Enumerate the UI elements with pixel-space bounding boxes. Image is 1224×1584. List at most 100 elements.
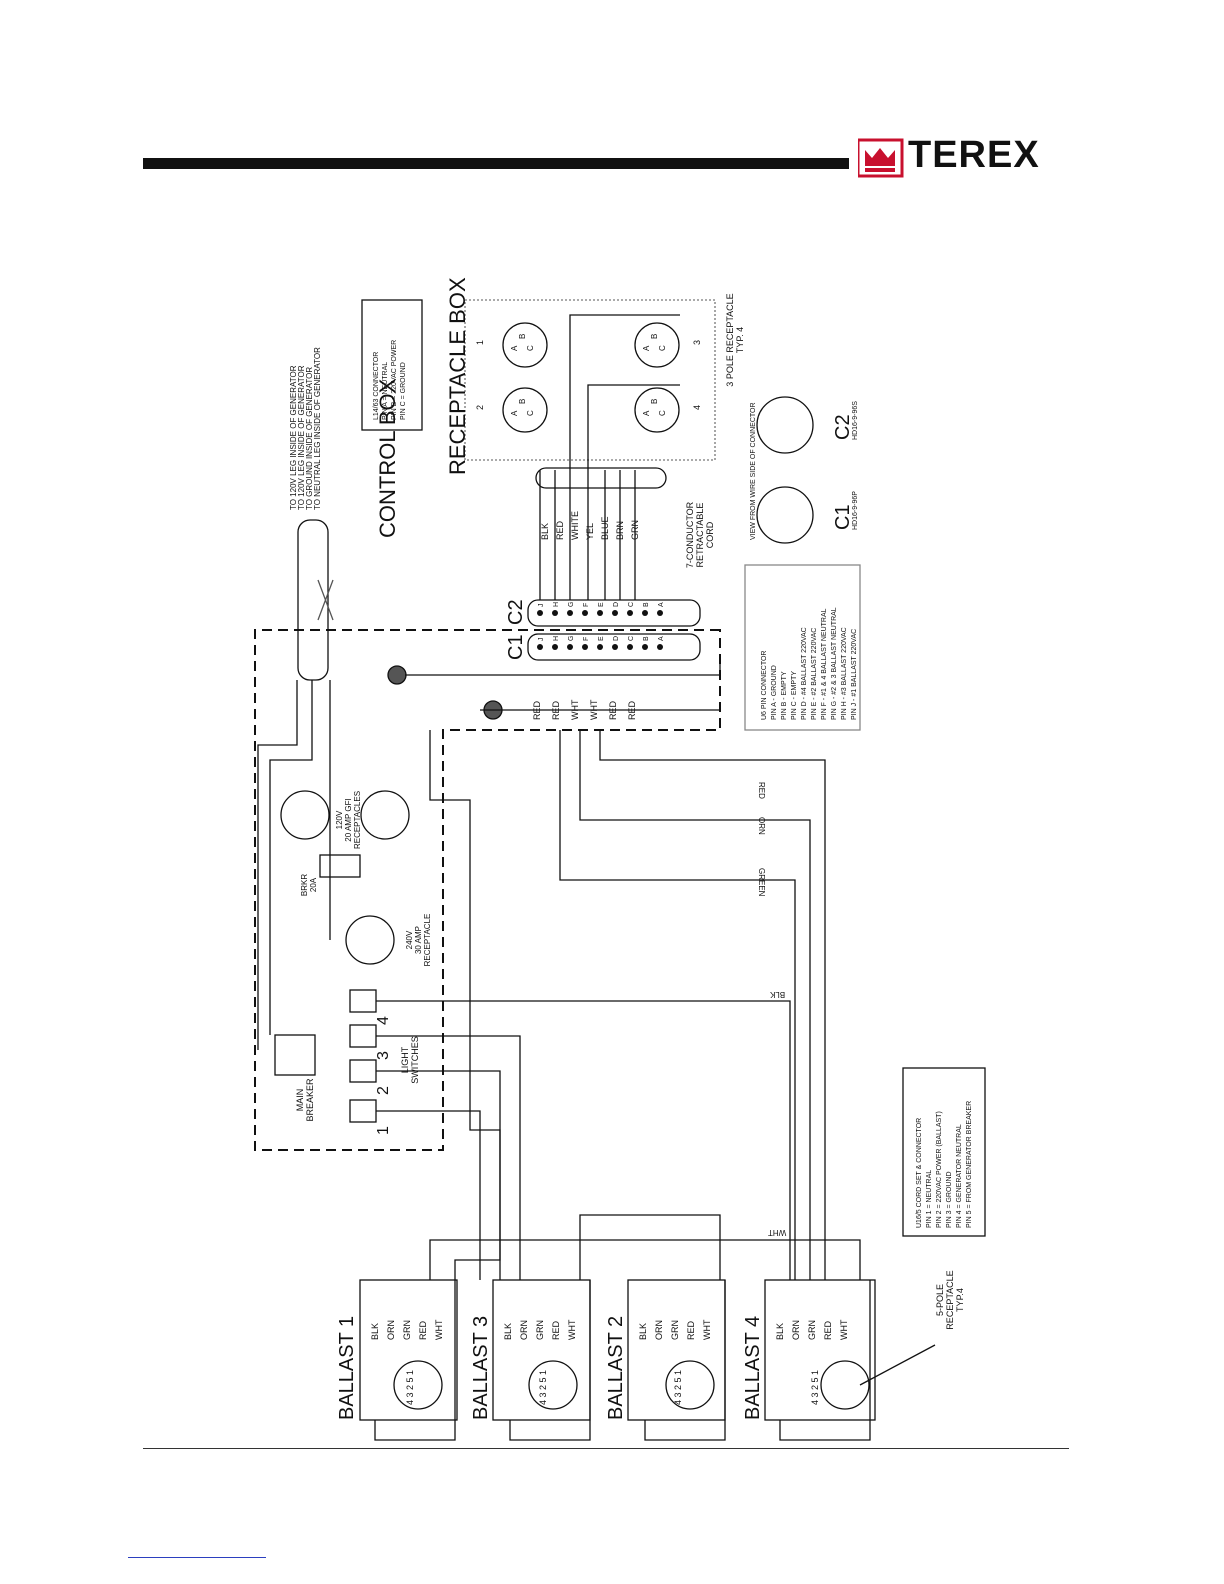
c1-wire-label: RED bbox=[532, 700, 542, 720]
c1-face bbox=[756, 486, 814, 544]
ballast-3-wire-wht: WHT bbox=[702, 1319, 712, 1341]
ballast-4-wire-blk: BLK bbox=[775, 1322, 785, 1340]
c1-pin-dot-E bbox=[597, 610, 603, 616]
receptacle-number-2: 2 bbox=[475, 405, 485, 410]
splice-a bbox=[387, 665, 407, 685]
c2-face bbox=[756, 396, 814, 454]
c2-pin-dot-C bbox=[627, 644, 633, 650]
ballast-4-pin-numbers: 4 3 2 5 1 bbox=[810, 1369, 820, 1405]
ballast-3-pin-numbers: 4 3 2 5 1 bbox=[673, 1369, 683, 1405]
c2-pin-letter-H: H bbox=[553, 636, 560, 641]
cord-loop bbox=[535, 467, 667, 489]
ballast-4-title: BALLAST 4 bbox=[742, 1315, 764, 1420]
ballast-3-receptacle bbox=[528, 1360, 578, 1410]
ballast-3-wire-orn: ORN bbox=[654, 1320, 664, 1340]
c2-pin-dot-E bbox=[597, 644, 603, 650]
run-label-green: GREEN bbox=[757, 868, 766, 897]
receptacle-1-pin-A: A bbox=[510, 345, 519, 351]
pin-legend-box bbox=[744, 564, 861, 731]
c1-pin-letter-D: D bbox=[613, 602, 620, 607]
connector-c2 bbox=[527, 633, 701, 661]
ballast-2-wire-orn: ORN bbox=[519, 1320, 529, 1340]
receptacle-2-pin-B: B bbox=[518, 399, 527, 404]
ballast-4-wire-wht: WHT bbox=[839, 1319, 849, 1341]
light-switch-3 bbox=[349, 1024, 377, 1048]
c2-pin-letter-F: F bbox=[583, 637, 590, 641]
receptacle-4-pin-A: A bbox=[642, 410, 651, 416]
ballast-3-wire-red: RED bbox=[686, 1320, 696, 1340]
five-pole-label: 5-POLE RECEPTACLE TYP.4 bbox=[935, 1270, 965, 1330]
c1-pin-letter-H: H bbox=[553, 602, 560, 607]
receptacle-1-pin-C: C bbox=[526, 345, 535, 351]
brand-name: TEREX bbox=[908, 134, 1040, 176]
light-switches-label: LIGHT SWITCHES bbox=[400, 1036, 420, 1084]
ballast-4-receptacle bbox=[820, 1360, 870, 1410]
ballast-2-wire-wht: WHT bbox=[567, 1319, 577, 1341]
receptacle-box-title: RECEPTACLE BOX bbox=[445, 277, 470, 475]
c1-pin-dot-F bbox=[582, 610, 588, 616]
ballast-2-pin-numbers: 4 3 2 5 1 bbox=[538, 1369, 548, 1405]
c2-pin-dot-F bbox=[582, 644, 588, 650]
c2-pin-letter-E: E bbox=[598, 636, 605, 641]
c1-pin-dot-H bbox=[552, 610, 558, 616]
c1-title: C1 bbox=[505, 634, 527, 660]
ballast-4-box bbox=[764, 1279, 876, 1421]
light-switch-4 bbox=[349, 989, 377, 1013]
run-label-blk: BLK bbox=[770, 990, 786, 999]
pole-label: 3 POLE RECEPTACLE TYP. 4 bbox=[725, 293, 745, 387]
ballast-3-wire-grn: GRN bbox=[670, 1320, 680, 1340]
c2-pin-dot-A bbox=[657, 644, 663, 650]
c1-pin-dot-B bbox=[642, 610, 648, 616]
receptacle-number-3: 3 bbox=[692, 340, 702, 345]
c1-pin-letter-A: A bbox=[658, 602, 665, 607]
header-rule bbox=[143, 158, 849, 169]
c2-part: HD16-9-96S bbox=[852, 401, 859, 440]
control-box-border bbox=[254, 629, 721, 1151]
ballast-2-wire-blk: BLK bbox=[503, 1322, 513, 1340]
c1-pin-letter-C: C bbox=[628, 602, 635, 607]
breaker-label: BRKR 20A bbox=[300, 873, 318, 897]
ballast-1-box bbox=[359, 1279, 458, 1421]
ballast-1-wire-red: RED bbox=[418, 1320, 428, 1340]
receptacle-3-pin-A: A bbox=[642, 345, 651, 351]
ballast-3-wire-blk: BLK bbox=[638, 1322, 648, 1340]
run-label-red: RED bbox=[757, 782, 766, 799]
receptacle-4-pin-B: B bbox=[650, 399, 659, 404]
c1-wire-label: WHT bbox=[570, 699, 580, 720]
receptacle-240v bbox=[345, 915, 395, 965]
c2-pin-letter-C: C bbox=[628, 636, 635, 641]
switch-number-4: 4 bbox=[375, 1016, 392, 1025]
receptacle-2 bbox=[502, 387, 548, 433]
receptacle-4 bbox=[634, 387, 680, 433]
c1-pin-dot-G bbox=[567, 610, 573, 616]
ballast-4-wire-orn: ORN bbox=[791, 1320, 801, 1340]
c1-pin-dot-C bbox=[627, 610, 633, 616]
c1-pin-letter-F: F bbox=[583, 603, 590, 607]
ballast-1-wire-wht: WHT bbox=[434, 1319, 444, 1341]
c2-pin-letter-A: A bbox=[658, 636, 665, 641]
ballast-4-wire-red: RED bbox=[823, 1320, 833, 1340]
cord-set-legend-box bbox=[902, 1067, 986, 1237]
c1-pin-dot-J bbox=[537, 610, 543, 616]
receptacle-1-pin-B: B bbox=[518, 334, 527, 339]
generator-notes: TO 120V LEG INSIDE OF GENERATOR TO 120V … bbox=[289, 347, 322, 510]
ballast-1-wire-orn: ORN bbox=[386, 1320, 396, 1340]
ballast-1-wire-blk: BLK bbox=[370, 1322, 380, 1340]
c1-pin-letter-G: G bbox=[568, 602, 575, 607]
ballast-1-wire-grn: GRN bbox=[402, 1320, 412, 1340]
receptacle-number-1: 1 bbox=[475, 340, 485, 345]
l1463-legend-box bbox=[361, 299, 423, 431]
gfi-label: 120V 20 AMP GFI RECEPTACLES bbox=[335, 790, 362, 850]
cord-set-legend: U16/5 CORD SET & CONNECTOR PIN 1 = NEUTR… bbox=[916, 1100, 973, 1228]
gfi-receptacle-a bbox=[280, 790, 330, 840]
generator-cable bbox=[297, 519, 329, 681]
light-switch-1 bbox=[349, 1099, 377, 1123]
run-label-wht: WHT bbox=[768, 1228, 787, 1237]
c1-wire-label: RED bbox=[551, 700, 561, 720]
c2-pin-dot-J bbox=[537, 644, 543, 650]
c2-title: C2 bbox=[505, 599, 527, 625]
terex-logo bbox=[858, 138, 904, 178]
switch-number-1: 1 bbox=[375, 1126, 392, 1135]
footer-link-rule bbox=[128, 1557, 266, 1558]
ballast-4-wire-grn: GRN bbox=[807, 1320, 817, 1340]
